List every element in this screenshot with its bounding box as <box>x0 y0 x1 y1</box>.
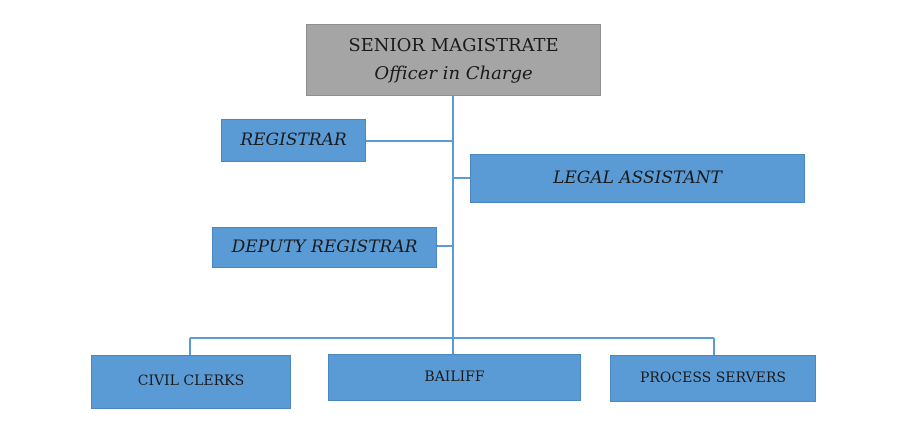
bailiff-label: BAILIFF <box>424 368 485 385</box>
civil-clerks-label: CIVIL CLERKS <box>137 373 245 390</box>
process-servers-box: PROCESS SERVERS <box>610 355 816 402</box>
senior-magistrate-title: SENIOR MAGISTRATE <box>348 35 559 57</box>
deputy-registrar-label: DEPUTY REGISTRAR <box>231 237 418 258</box>
deputy-registrar-box: DEPUTY REGISTRAR <box>212 227 437 268</box>
registrar-box: REGISTRAR <box>221 119 366 162</box>
legal-assistant-label: LEGAL ASSISTANT <box>553 168 722 189</box>
senior-magistrate-box: SENIOR MAGISTRATE Officer in Charge <box>306 24 601 96</box>
bailiff-box: BAILIFF <box>328 354 581 401</box>
process-servers-label: PROCESS SERVERS <box>639 369 787 386</box>
civil-clerks-box: CIVIL CLERKS <box>91 355 291 409</box>
officer-in-charge-subtitle: Officer in Charge <box>374 63 533 84</box>
registrar-label: REGISTRAR <box>240 130 347 151</box>
legal-assistant-box: LEGAL ASSISTANT <box>470 154 805 203</box>
